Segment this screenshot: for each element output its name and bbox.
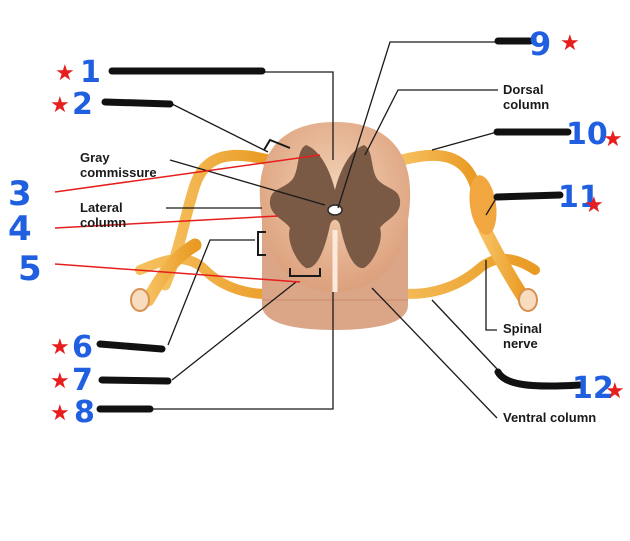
leader-spinal-nerve bbox=[485, 260, 497, 331]
blank-6 bbox=[96, 340, 166, 353]
number-2: 2 bbox=[72, 87, 93, 122]
left-spinal-nerve bbox=[141, 238, 202, 307]
number-12: 12 bbox=[572, 371, 614, 406]
star-1: ★ bbox=[55, 60, 75, 85]
red-line-5 bbox=[54, 263, 301, 283]
red-line-4 bbox=[54, 215, 279, 229]
star-9: ★ bbox=[560, 30, 580, 55]
leader-6 bbox=[167, 239, 255, 346]
blank-7 bbox=[98, 376, 172, 385]
leader-9 bbox=[337, 41, 498, 209]
star-10: ★ bbox=[603, 126, 623, 151]
star-7: ★ bbox=[50, 368, 70, 393]
number-11: 11 bbox=[558, 180, 600, 215]
number-8: 8 bbox=[74, 395, 95, 430]
right-ventral-root bbox=[375, 253, 540, 299]
answer-blanks bbox=[96, 37, 584, 413]
leader-2 bbox=[171, 103, 269, 153]
star-2: ★ bbox=[50, 92, 70, 117]
star-8: ★ bbox=[50, 400, 70, 425]
number-9: 9 bbox=[529, 25, 551, 63]
label-lateral-column-line2: column bbox=[80, 215, 126, 230]
leader-7 bbox=[171, 281, 297, 381]
leader-12 bbox=[431, 299, 499, 371]
star-12: ★ bbox=[605, 378, 625, 403]
printed-labels: Gray commissure Lateral column Dorsal co… bbox=[80, 82, 596, 425]
red-lines bbox=[54, 154, 321, 283]
central-canal bbox=[327, 204, 343, 216]
label-ventral-column: Ventral column bbox=[503, 410, 596, 425]
number-4: 4 bbox=[8, 209, 32, 249]
leader-11 bbox=[485, 196, 498, 216]
star-11: ★ bbox=[584, 192, 604, 217]
leader-10 bbox=[431, 131, 498, 151]
right-dorsal-root bbox=[396, 149, 481, 191]
blank-2 bbox=[101, 98, 174, 108]
spinal-cord bbox=[259, 122, 411, 330]
leader-8 bbox=[150, 292, 334, 410]
red-stars: ★ ★ ★ ★ ★ ★ ★ ★ ★ bbox=[50, 30, 625, 425]
number-3: 3 bbox=[8, 174, 32, 214]
right-nerve-cut-end bbox=[518, 288, 538, 312]
number-6: 6 bbox=[72, 330, 93, 365]
label-dorsal-column-line2: column bbox=[503, 97, 549, 112]
blank-12 bbox=[494, 368, 584, 390]
label-gray-commissure-line1: Gray bbox=[80, 150, 110, 165]
label-dorsal-column-line1: Dorsal bbox=[503, 82, 543, 97]
leader-ventral-column bbox=[371, 287, 498, 419]
leader-dorsal-column bbox=[364, 89, 498, 156]
label-spinal-nerve-line2: nerve bbox=[503, 336, 538, 351]
label-lateral-column-line1: Lateral bbox=[80, 200, 123, 215]
handwritten-numbers: 1 2 3 4 5 6 7 8 9 10 11 12 bbox=[8, 25, 614, 430]
red-line-3 bbox=[54, 154, 321, 193]
label-spinal-nerve-line1: Spinal bbox=[503, 321, 542, 336]
right-dorsal-root-ganglion bbox=[469, 175, 497, 235]
left-nerve-cut-end bbox=[130, 288, 150, 312]
leader-gray-commissure bbox=[169, 159, 326, 206]
star-6: ★ bbox=[50, 334, 70, 359]
bracket-marks bbox=[257, 138, 321, 277]
number-5: 5 bbox=[18, 249, 42, 289]
number-1: 1 bbox=[80, 55, 101, 90]
leader-lines bbox=[150, 41, 499, 419]
blank-11 bbox=[493, 191, 564, 201]
number-7: 7 bbox=[72, 363, 93, 398]
label-gray-commissure-line2: commissure bbox=[80, 165, 157, 180]
number-10: 10 bbox=[566, 117, 608, 152]
leader-1 bbox=[265, 71, 334, 160]
